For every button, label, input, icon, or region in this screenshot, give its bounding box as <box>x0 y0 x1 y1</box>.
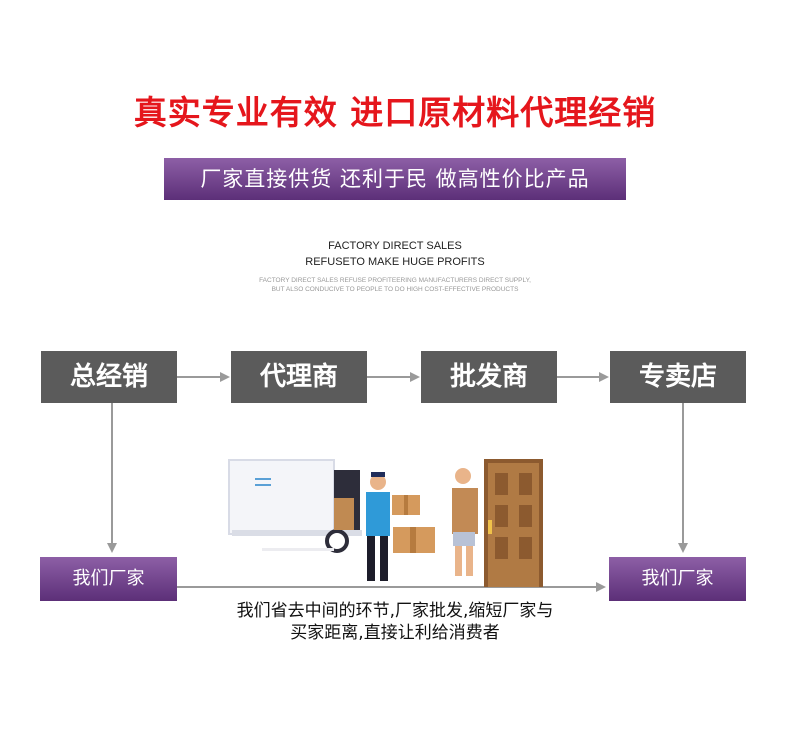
english-small-line-1: FACTORY DIRECT SALES REFUSE PROFITEERING… <box>259 277 531 284</box>
chain-wholesaler: 批发商 <box>421 351 557 403</box>
customer-icon <box>452 468 478 576</box>
chain-store: 专卖店 <box>610 351 746 403</box>
chain-agent: 代理商 <box>231 351 367 403</box>
truck-wheel-icon <box>325 529 349 553</box>
english-heading-2: REFUSETO MAKE HUGE PROFITS <box>305 256 485 268</box>
delivery-illustration <box>228 459 543 587</box>
door-icon <box>484 459 543 587</box>
chain-general-distributor: 总经销 <box>41 351 177 403</box>
note-line-1: 我们省去中间的环节,厂家批发,缩短厂家与 <box>236 601 554 621</box>
slogan-banner: 厂家直接供货 还利于民 做高性价比产品 <box>164 158 626 200</box>
page-title: 真实专业有效 进口原材料代理经销 <box>133 93 657 132</box>
note-line-2: 买家距离,直接让利给消费者 <box>290 623 500 643</box>
english-small-text: FACTORY DIRECT SALES REFUSE PROFITEERING… <box>230 276 560 294</box>
box-icon <box>334 498 354 530</box>
factory-left-box: 我们厂家 <box>40 557 177 601</box>
truck-body-icon <box>228 459 335 535</box>
factory-right-box: 我们厂家 <box>609 557 746 601</box>
english-heading-1: FACTORY DIRECT SALES <box>328 240 462 252</box>
english-small-line-2: BUT ALSO CONDUCIVE TO PEOPLE TO DO HIGH … <box>271 286 519 293</box>
delivery-man-icon <box>366 472 390 581</box>
bottom-note: 我们省去中间的环节,厂家批发,缩短厂家与 买家距离,直接让利给消费者 <box>195 600 595 644</box>
